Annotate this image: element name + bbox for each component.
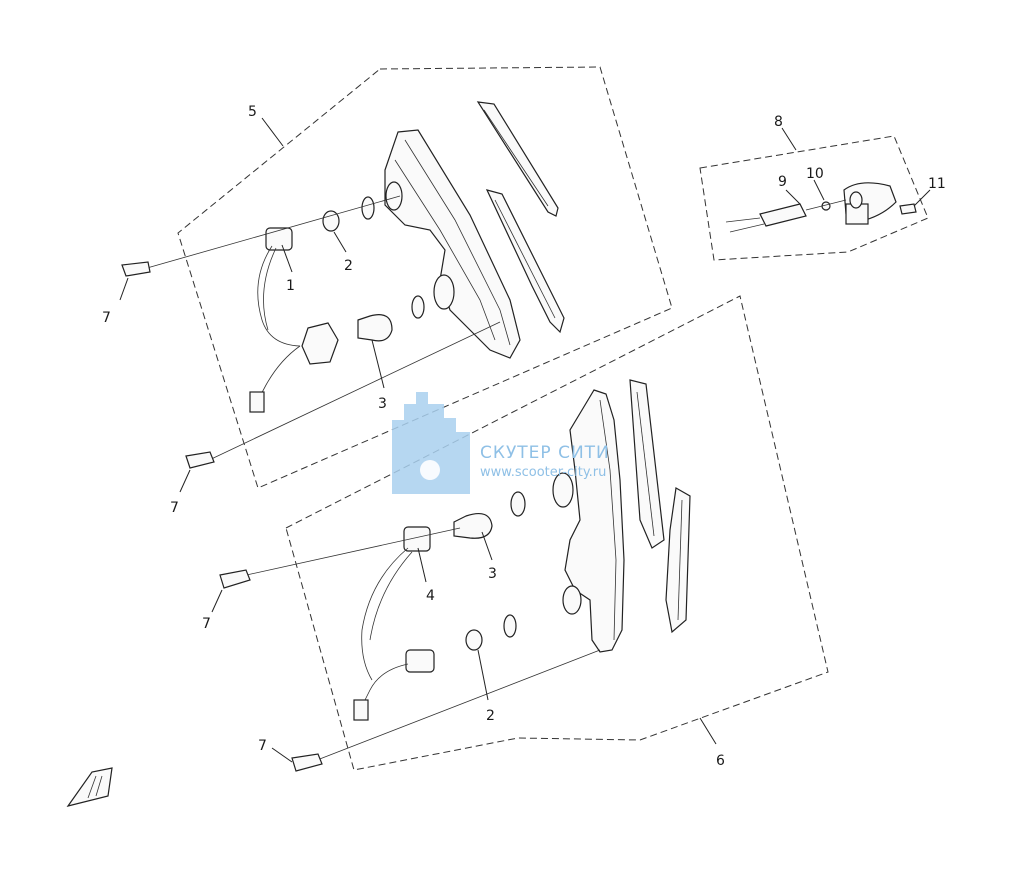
callout-10: 10 xyxy=(806,166,824,182)
bulb-9 xyxy=(759,203,807,227)
assembly-group-8 xyxy=(699,127,931,261)
callout-7-d: 7 xyxy=(258,738,267,754)
bulb-3-lower xyxy=(453,513,493,539)
callout-9: 9 xyxy=(778,174,787,190)
callout-11: 11 xyxy=(928,176,946,192)
group-5-boundary xyxy=(177,66,673,489)
screw-11 xyxy=(899,203,917,215)
assembly-group-5 xyxy=(119,66,673,493)
screw-7-b xyxy=(185,451,215,469)
ring-lower-2 xyxy=(503,614,517,638)
socket-4 xyxy=(403,526,431,552)
bulb-2-upper xyxy=(322,210,340,232)
bulb-2-lower xyxy=(465,629,483,651)
callout-6: 6 xyxy=(716,753,725,769)
group-6-boundary xyxy=(285,295,829,771)
socket-upper-lower xyxy=(301,322,339,365)
callout-3-lower: 3 xyxy=(488,566,497,582)
watermark-logo: СКУТЕР СИТИ www.scooter-city.ru xyxy=(392,392,610,494)
assembly-group-6 xyxy=(211,295,829,772)
bulb-3-upper xyxy=(357,314,393,342)
callout-7-b: 7 xyxy=(170,500,179,516)
lower-lens-top xyxy=(629,379,665,549)
watermark-url: www.scooter-city.ru xyxy=(480,465,606,480)
ring-lower-1 xyxy=(510,491,526,517)
screw-7-d xyxy=(291,753,323,772)
callout-5: 5 xyxy=(248,104,257,120)
direction-arrow-icon xyxy=(66,767,113,807)
lower-lens-bottom xyxy=(665,487,691,634)
ring-upper-2 xyxy=(411,295,425,319)
group-8-boundary xyxy=(699,135,929,261)
callout-2-upper: 2 xyxy=(344,258,353,274)
callout-2-lower: 2 xyxy=(486,708,495,724)
rear-light-housing xyxy=(384,129,521,359)
callout-7-c: 7 xyxy=(202,616,211,632)
upper-lens-bottom xyxy=(485,189,565,334)
socket-lower-lower xyxy=(405,649,435,673)
screw-7-a xyxy=(121,261,151,277)
socket-1 xyxy=(265,227,293,251)
lower-light-housing xyxy=(564,389,625,653)
callout-3-upper: 3 xyxy=(378,396,387,412)
callout-8: 8 xyxy=(774,114,783,130)
watermark-title: СКУТЕР СИТИ xyxy=(480,443,610,463)
screw-7-c xyxy=(219,569,251,589)
callout-7-a: 7 xyxy=(102,310,111,326)
ring-upper-1 xyxy=(361,196,375,220)
callout-4: 4 xyxy=(426,588,435,604)
callout-1: 1 xyxy=(286,278,295,294)
